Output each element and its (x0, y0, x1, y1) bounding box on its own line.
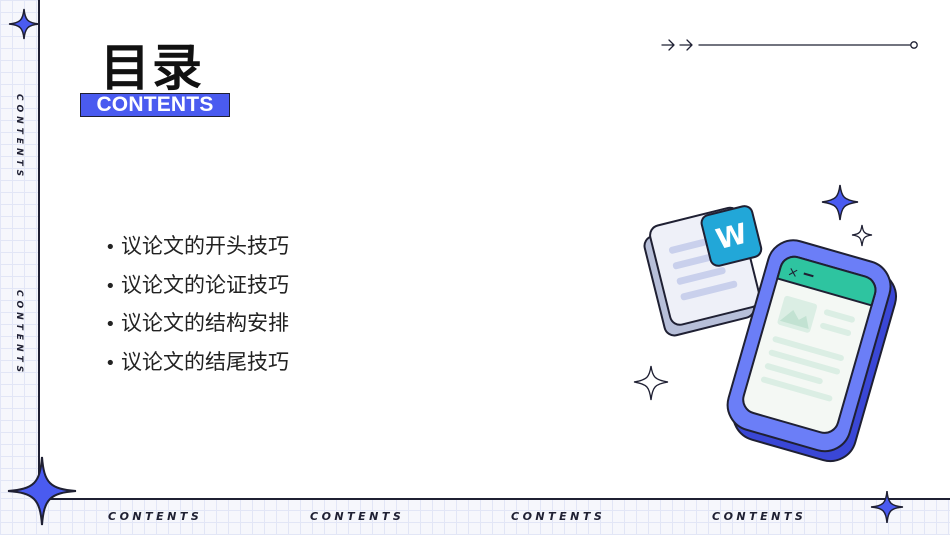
bullet-dot: • (105, 314, 116, 335)
toc-list: •议论文的开头技巧 •议论文的论证技巧 •议论文的结构安排 •议论文的结尾技巧 (105, 228, 289, 382)
toc-item-label: 议论文的开头技巧 (121, 234, 289, 258)
frame-horizontal-line (38, 498, 950, 500)
bottom-contents-label: CONTENTS (712, 510, 807, 523)
document-w-icon: W (643, 205, 763, 337)
frame-vertical-line (38, 0, 40, 500)
bullet-dot: • (105, 275, 116, 297)
bottom-grid-strip (0, 498, 950, 535)
toc-item-label: 议论文的论证技巧 (121, 272, 289, 297)
left-grid-strip (0, 0, 38, 535)
four-point-star-outline-icon (633, 365, 669, 401)
tablet-icon: × (726, 239, 897, 463)
svg-text:×: × (786, 264, 801, 281)
bullet-dot: • (105, 237, 116, 258)
toc-item-label: 议论文的结尾技巧 (121, 349, 289, 374)
illustration: W × (633, 184, 897, 463)
toc-item[interactable]: •议论文的开头技巧 (105, 228, 289, 267)
toc-item[interactable]: •议论文的论证技巧 (105, 267, 289, 306)
four-point-star-icon (821, 184, 859, 221)
side-contents-label: CONTENTS (14, 289, 24, 377)
toc-item[interactable]: •议论文的结构安排 (105, 305, 289, 344)
four-point-star-icon (8, 8, 40, 40)
bullet-dot: • (105, 352, 116, 374)
bottom-contents-label: CONTENTS (310, 510, 405, 523)
four-point-star-icon (7, 456, 77, 526)
side-contents-label: CONTENTS (14, 93, 24, 181)
arrow-line-icon (661, 39, 918, 51)
toc-item-label: 议论文的结构安排 (121, 311, 289, 335)
page-title: 目录 (100, 39, 204, 97)
four-point-star-icon (870, 490, 904, 524)
four-point-star-outline-icon (851, 224, 873, 247)
bottom-contents-label: CONTENTS (108, 510, 203, 523)
bottom-contents-label: CONTENTS (511, 510, 606, 523)
toc-item[interactable]: •议论文的结尾技巧 (105, 344, 289, 383)
contents-badge: CONTENTS (80, 93, 230, 117)
